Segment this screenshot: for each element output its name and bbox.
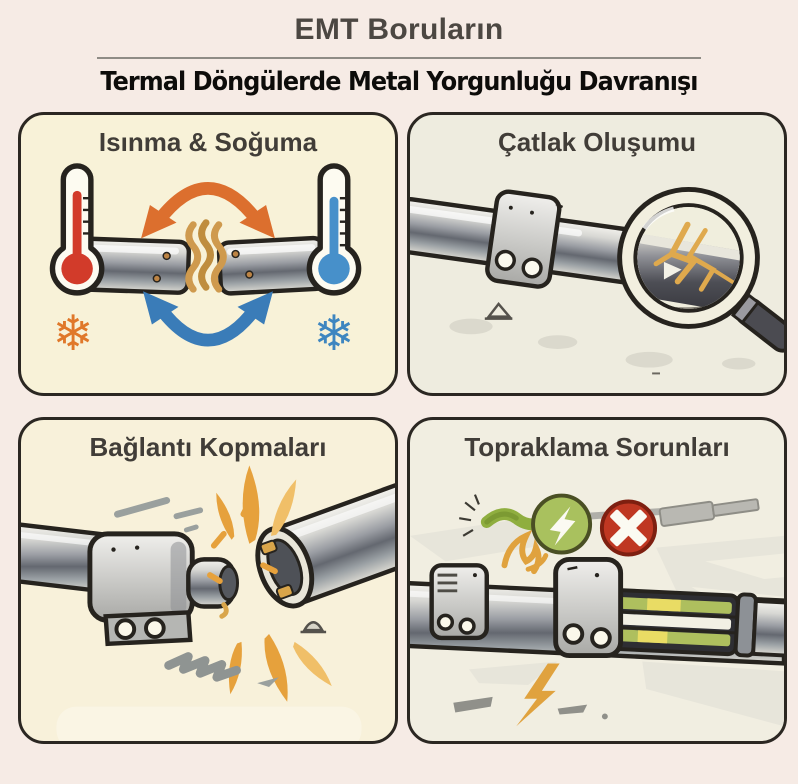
- fault-x-badge: [599, 499, 658, 557]
- ground-pebbles: [449, 301, 756, 375]
- panel-crack-formation: Çatlak Oluşumu: [407, 112, 787, 396]
- panel-connection-breaks: Bağlantı Kopmaları: [18, 417, 398, 744]
- center-saddle-clamp: [553, 556, 624, 659]
- cold-thermometer-icon: [306, 163, 362, 296]
- ground-highlight: [56, 706, 362, 741]
- panel-title-connection-breaks: Bağlantı Kopmaları: [89, 432, 327, 462]
- ground-debris: [453, 696, 608, 720]
- connection-breaks-illustration: [21, 465, 395, 741]
- crack-formation-illustration: [410, 186, 784, 375]
- heat-waves-icon: [185, 219, 227, 293]
- lightning-bolt-icon: [516, 663, 560, 727]
- panel-grounding-issues: Topraklama Sorunları: [407, 417, 787, 744]
- ground-ok-badge: [531, 493, 593, 555]
- snowflake-cold-icon: ❄: [313, 304, 354, 362]
- hot-thermometer-icon: [49, 163, 105, 296]
- panel-grid: Isınma & Soğuma: [0, 112, 798, 744]
- heating-cooling-illustration: ❄ ❄: [49, 163, 362, 362]
- plug-connector: [658, 498, 760, 527]
- left-saddle-clamp: [429, 563, 489, 641]
- detached-pipe: [255, 473, 395, 609]
- ground-shadow: [164, 621, 327, 688]
- sparks-icon: [207, 465, 336, 705]
- pipe-male-end: [186, 557, 240, 619]
- snowflake-hot-icon: ❄: [53, 304, 94, 362]
- set-screw-coupling: [87, 531, 195, 647]
- header-divider: [97, 57, 701, 59]
- panel-title-grounding-issues: Topraklama Sorunları: [464, 432, 730, 462]
- heating-cycle-arrow-icon: [141, 182, 275, 239]
- crack-marks: [653, 221, 737, 292]
- panel-title-crack-formation: Çatlak Oluşumu: [498, 127, 696, 157]
- grounding-issues-illustration: [410, 493, 784, 727]
- page-subtitle: Termal Döngülerde Metal Yorgunluğu Davra…: [100, 67, 698, 97]
- flame-icon: [501, 529, 549, 575]
- conduit-strap-clamp: [485, 189, 564, 289]
- pipe-broken-segments: [73, 235, 328, 296]
- magnifier-icon: [617, 186, 784, 353]
- page-title: EMT Boruların: [294, 13, 504, 46]
- debris-streaks: [114, 497, 204, 533]
- cooling-cycle-arrow-icon: [143, 291, 273, 347]
- panel-heating-cooling: Isınma & Soğuma: [18, 112, 398, 396]
- pipe-end-ring: [733, 592, 784, 658]
- spark-dashes: [459, 494, 480, 537]
- panel-title-heating-cooling: Isınma & Soğuma: [98, 127, 318, 157]
- header: EMT Boruların Termal Döngülerde Metal Yo…: [0, 0, 798, 97]
- wires-cutaway: [610, 588, 740, 657]
